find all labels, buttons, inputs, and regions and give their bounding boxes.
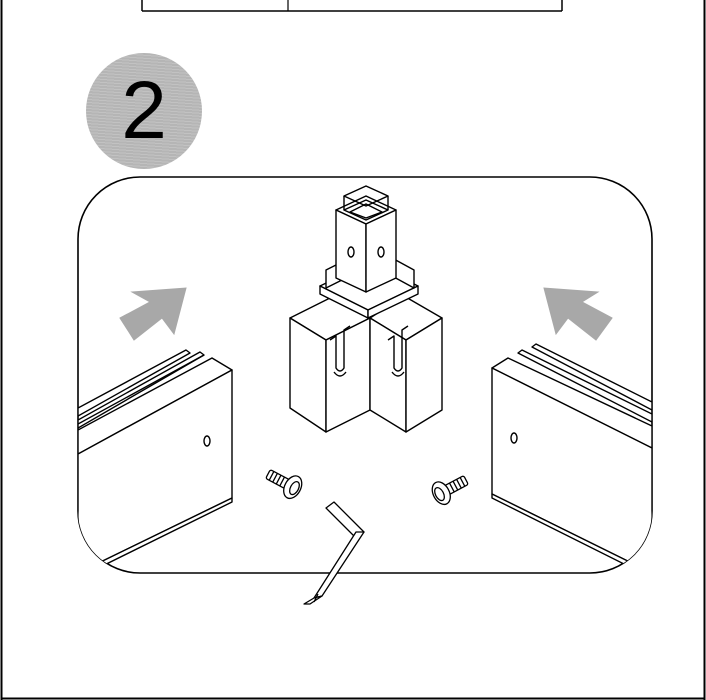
left-rail-hole xyxy=(204,436,210,446)
right-rail-hole xyxy=(511,433,517,443)
